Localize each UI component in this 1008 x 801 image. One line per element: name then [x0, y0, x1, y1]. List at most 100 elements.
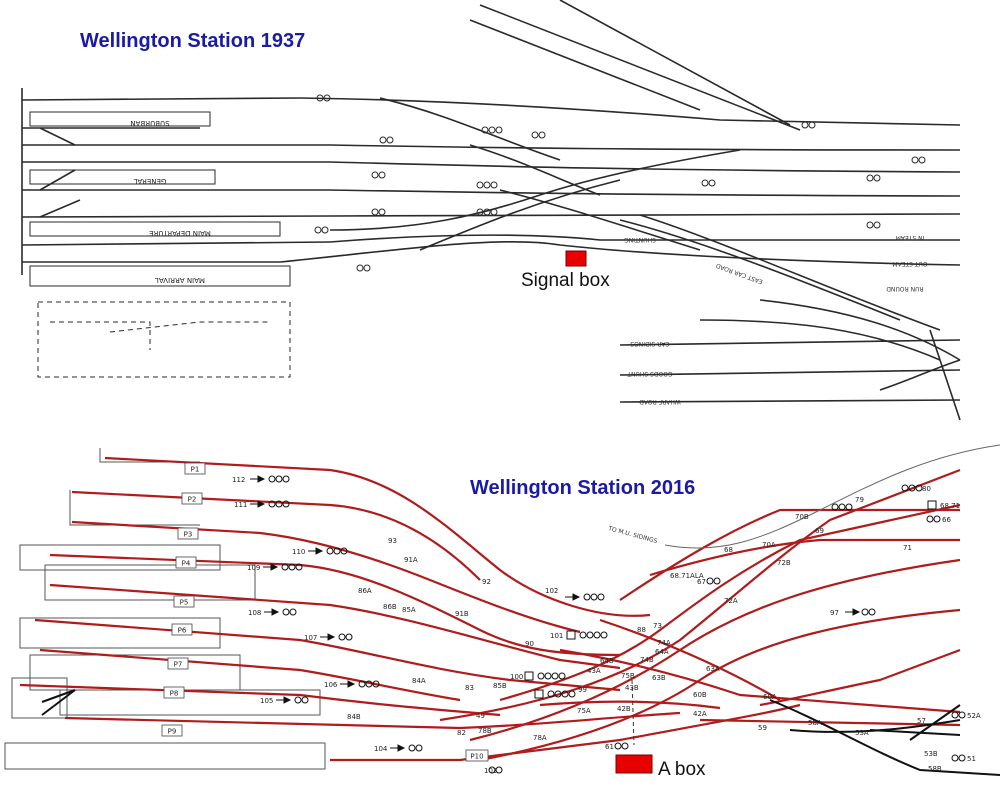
point-number: 70B [795, 513, 809, 521]
signal-number: 111 [234, 501, 247, 509]
point-number: 63A [706, 665, 720, 673]
point-number: 64A [655, 648, 669, 656]
point-number: 57 [917, 717, 926, 725]
point-number: 75B [621, 672, 635, 680]
signal-number: 66 [942, 516, 951, 524]
point-number: 72B [777, 559, 791, 567]
point-number: 60A [763, 693, 777, 701]
point-number: 74B [640, 656, 654, 664]
point-numbers-2016: 93 91A 92 91B 86A 86B 85A 84A 84B 85B 83… [347, 513, 942, 773]
a-box-marker [615, 754, 653, 774]
point-number: 71 [903, 544, 912, 552]
signal-number: 105 [260, 697, 273, 705]
point-number: 82 [457, 729, 466, 737]
signal-number: 79 [855, 496, 864, 504]
road-label-car-sidings: CAR SIDINGS [630, 340, 669, 347]
platform-label-p3: P3 [184, 531, 193, 539]
point-number: 63B [652, 674, 666, 682]
platform-label-general: GENERAL [134, 177, 167, 185]
signal-number: 104 [374, 745, 388, 753]
point-number: 58B [928, 765, 942, 773]
signals-1937 [314, 94, 926, 272]
point-number: 92 [482, 578, 491, 586]
point-number: 78B [478, 727, 492, 735]
mu-sidings-line [664, 444, 1001, 549]
platform-label-p1: P1 [191, 466, 200, 474]
signal-number: 110 [292, 548, 305, 556]
platform-label-p9: P9 [168, 728, 177, 736]
mu-sidings-label: TO M.U. SIDINGS [607, 525, 659, 545]
signal-number: 97 [830, 609, 839, 617]
signal-number: 108 [248, 609, 261, 617]
point-number: 42A [693, 710, 707, 718]
road-label-east-car-road: EAST CAR ROAD [715, 262, 764, 286]
point-number: 91A [404, 556, 418, 564]
road-label-shunting: SHUNTING [624, 236, 656, 243]
point-number: 73 [653, 622, 662, 630]
point-number: 53B [924, 750, 938, 758]
point-number: 58A [808, 719, 822, 727]
signal-numbers-2016: 112 111 110 109 108 107 106 105 104 103 … [232, 476, 981, 775]
signal-number: 101 [550, 632, 563, 640]
platform-label-p7: P7 [174, 661, 183, 669]
point-number: 53A [855, 729, 869, 737]
signal-number: 61 [605, 743, 614, 751]
point-number: 69 [815, 527, 824, 535]
platform-label-p4: P4 [182, 560, 191, 568]
signal-number: 99 [578, 686, 587, 694]
dashed-link [631, 679, 635, 746]
signal-number: 112 [232, 476, 245, 484]
road-label-out-steam: OUT STEAM [892, 260, 927, 267]
signal-number: 109 [247, 564, 260, 572]
title-2016: Wellington Station 2016 [470, 477, 696, 499]
point-number: 49 [476, 712, 485, 720]
platform-label-p10: P10 [470, 753, 483, 761]
tracks-2016-outer [769, 699, 1001, 776]
point-number: 90 [525, 640, 534, 648]
platform-label-main-arrival: MAIN ARRIVAL [155, 276, 205, 284]
point-number: 88 [637, 626, 646, 634]
signal-box-marker [565, 250, 587, 267]
point-number: 93 [388, 537, 397, 545]
a-box-label: A box [658, 759, 706, 780]
signal-number: 103 [484, 767, 497, 775]
platform-label-main-departure: MAIN DEPARTURE [149, 229, 211, 237]
platform-label-p6: P6 [178, 627, 187, 635]
road-label-goods-shunt: GOODS SHUNT [627, 370, 673, 377]
diagram-1937 [21, 0, 961, 421]
signal-number: 106 [324, 681, 338, 689]
point-number: 84A [412, 677, 426, 685]
platform-label-p5: P5 [180, 599, 189, 607]
point-number: 72A [724, 597, 738, 605]
point-number: 85A [402, 606, 416, 614]
point-number: 42B [617, 705, 631, 713]
point-number: 91B [455, 610, 469, 618]
tracks-2016 [19, 456, 961, 762]
point-number: 60B [693, 691, 707, 699]
point-number: 78A [533, 734, 547, 742]
signal-number: 102 [545, 587, 558, 595]
point-number: 74A [657, 639, 671, 647]
signal-number: 52A [967, 712, 981, 720]
signal-number: 100 [510, 673, 523, 681]
point-number: 43B [625, 684, 639, 692]
point-number: 68.71ALA [670, 572, 704, 580]
title-1937: Wellington Station 1937 [80, 30, 306, 52]
signals-2016 [41, 475, 966, 774]
point-number: 68 [724, 546, 733, 554]
signal-number: 51 [967, 755, 976, 763]
point-number: 86A [358, 587, 372, 595]
point-number: 64B [600, 657, 614, 665]
signal-number: 68.71 [940, 502, 960, 510]
road-label-wharf-road: WHARF ROAD [639, 398, 681, 405]
point-number: 83 [465, 684, 474, 692]
signal-number: 80 [922, 485, 931, 493]
point-number: 86B [383, 603, 397, 611]
point-number: 59 [758, 724, 767, 732]
road-label-in-steam: IN STEAM [896, 234, 925, 241]
point-number: 75A [577, 707, 591, 715]
platform-labels-2016: P1 P2 P3 P4 P5 P6 P7 P8 P9 P10 [161, 462, 489, 762]
signal-number: 67 [697, 578, 706, 586]
platform-label-p2: P2 [188, 496, 197, 504]
